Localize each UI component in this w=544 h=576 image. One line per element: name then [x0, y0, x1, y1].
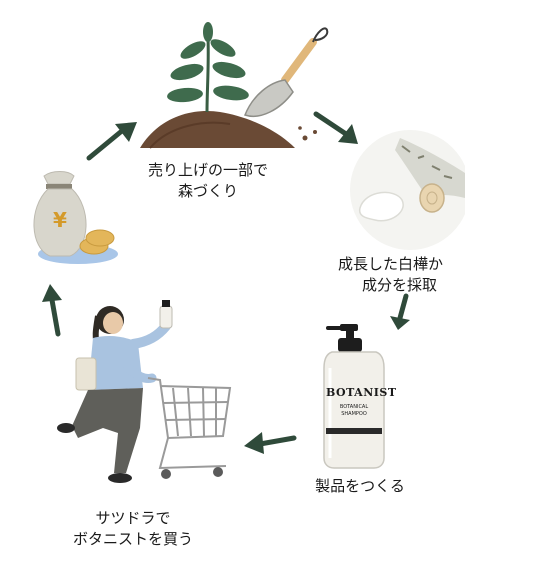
- arrow-shopper-to-moneybag: [40, 280, 70, 338]
- arrow-birch-to-bottle: [386, 292, 416, 332]
- birch-label: 成長した白樺か 成分を採取: [336, 254, 466, 296]
- product-label: 製品をつくる: [290, 476, 430, 497]
- purchase-label: サツドラで ボタニストを買う: [48, 508, 218, 550]
- arrow-plant-to-birch: [312, 108, 362, 148]
- forest-label-line2: 森づくり: [177, 182, 238, 200]
- arrow-moneybag-to-plant: [85, 120, 140, 162]
- bottle-subtitle: BOTANICAL SHAMPOO: [326, 404, 382, 418]
- white-birch-branch-icon: [340, 128, 465, 253]
- birch-label-line2: 成分を採取: [362, 276, 438, 294]
- plant-with-trowel-icon: [135, 20, 335, 150]
- purchase-label-line1: サツドラで: [95, 509, 171, 527]
- forest-label: 売り上げの一部で 森づくり: [118, 160, 298, 202]
- purchase-label-line2: ボタニストを買う: [72, 530, 193, 548]
- birch-label-line1: 成長した白樺か: [338, 255, 444, 273]
- shampoo-bottle-icon: BOTANIST BOTANICAL SHAMPOO: [318, 318, 397, 470]
- shopper-with-cart-icon: [48, 298, 238, 493]
- forest-label-line1: 売り上げの一部で: [147, 161, 268, 179]
- yen-symbol: ¥: [53, 208, 67, 232]
- money-bag-icon: ¥: [30, 168, 118, 268]
- bottle-sub1: BOTANICAL: [339, 404, 369, 410]
- bottle-brand-text: BOTANIST: [326, 386, 397, 399]
- bottle-sub2: SHAMPOO: [341, 411, 367, 417]
- product-label-line1: 製品をつくる: [315, 477, 405, 495]
- arrow-bottle-to-shopper: [240, 428, 298, 456]
